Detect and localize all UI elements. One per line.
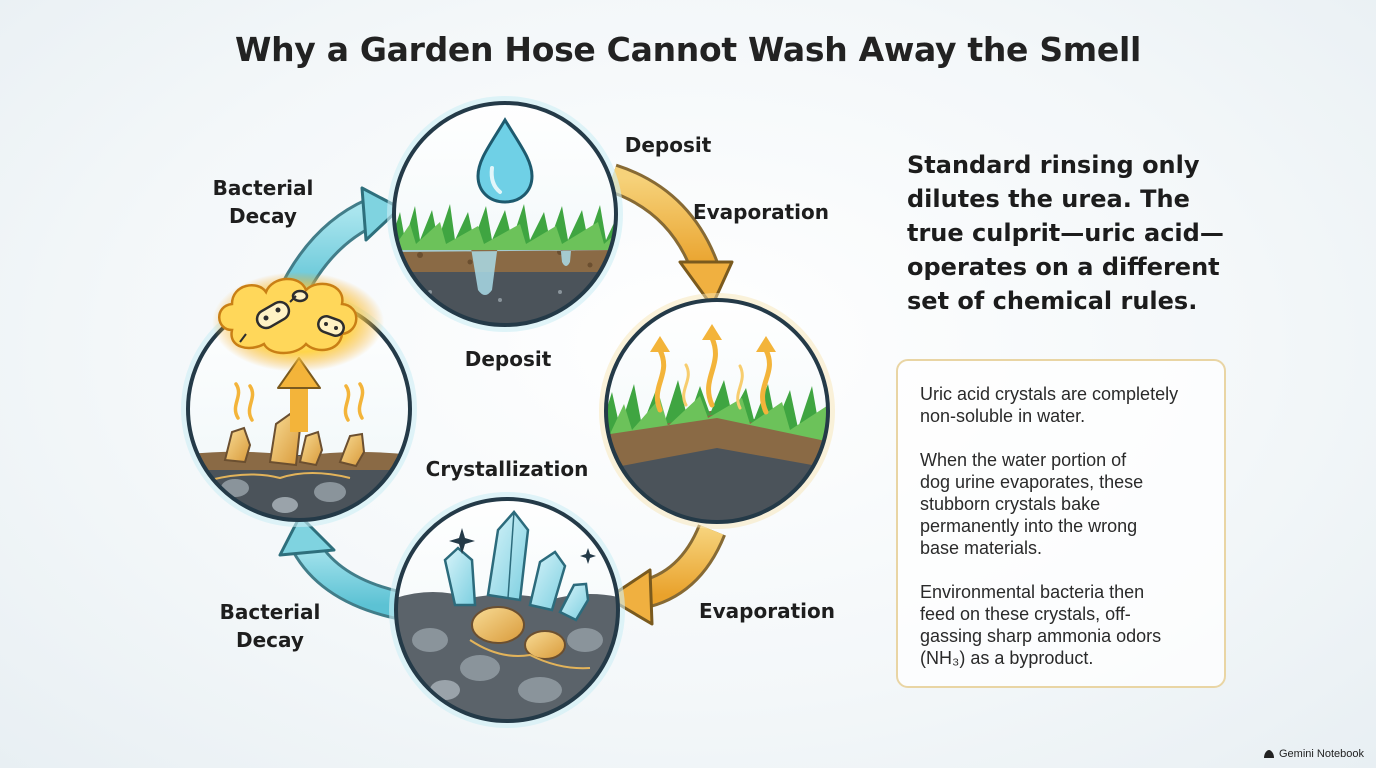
stage-crystallization-circle [389,492,625,728]
arrow-evaporation-bottom [606,524,726,626]
stage-bacterial-decay-circle [181,272,417,527]
sparkle-icon [449,528,475,554]
stage-deposit-circle [387,96,623,332]
page-title: Why a Garden Hose Cannot Wash Away the S… [235,30,1141,69]
info-box: Uric acid crystals are completely non-so… [896,359,1226,688]
label-evaporation-top: Evaporation [692,200,829,224]
label-bacterial-decay-bottom: Bacterial Decay [219,600,321,652]
notebook-logo-icon [1264,750,1274,758]
arrow-evaporation-top [607,163,734,308]
bacteria-icon [255,289,345,337]
info-paragraph-3: Environmental bacteria then feed on thes… [920,582,1162,668]
label-bacterial-decay-top: Bacterial Decay [212,176,314,228]
info-paragraph-1: Uric acid crystals are completely non-so… [920,384,1179,426]
label-evaporation-bottom: Evaporation [698,599,835,623]
label-deposit-center: Deposit [464,347,552,371]
brand-watermark: Gemini Notebook [1263,748,1364,760]
headline-text: Standard rinsing only dilutes the urea. … [907,151,1224,315]
info-paragraph-2: When the water portion of dog urine evap… [920,450,1144,558]
label-crystallization: Crystallization [425,457,589,481]
label-deposit-top: Deposit [624,133,712,157]
stage-evaporation-circle [599,293,835,529]
arrow-bacterial-decay-bottom [278,514,402,620]
